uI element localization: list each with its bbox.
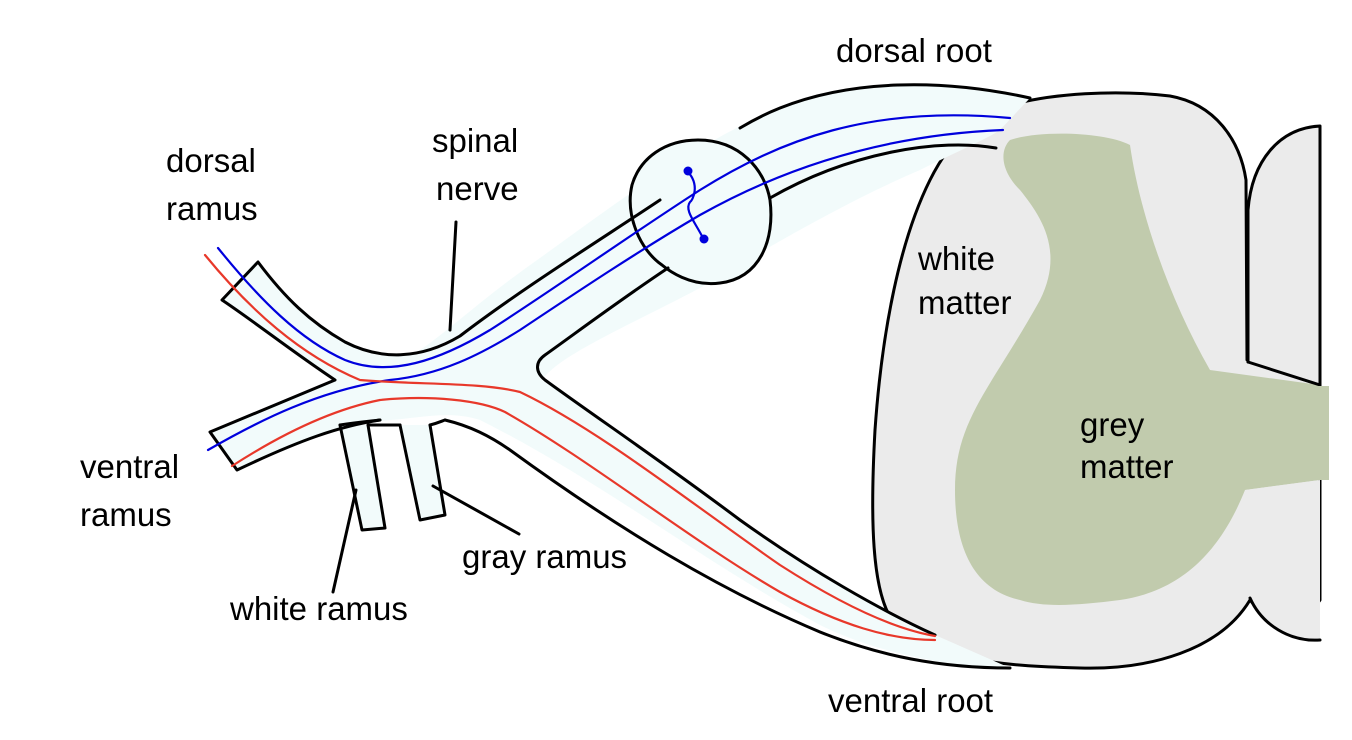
ventral-root-outline [443, 418, 1012, 670]
spinal-cord-lower-lobe [1245, 480, 1320, 640]
nerve-outlines [208, 83, 1032, 670]
sensory-fiber-ventral [206, 128, 1005, 452]
white-ramus-label: white ramus [229, 590, 408, 627]
grey-matter-label-line2: matter [1080, 448, 1174, 485]
ventral-ramus-label-line2: ramus [80, 496, 172, 533]
sensory-fiber-dorsal [216, 114, 1012, 369]
gray-ramus-outline [398, 423, 447, 522]
ventral-root-label: ventral root [828, 682, 993, 719]
dorsal-root-body [210, 84, 1030, 668]
motor-fiber-dorsal [203, 253, 937, 638]
white-matter-label-line2: matter [918, 284, 1012, 321]
rami-between-outline [338, 418, 447, 427]
dorsal-ramus-label-line2: ramus [166, 190, 258, 227]
gm-right-cover [1249, 386, 1329, 480]
dorsal-root-ganglion [628, 138, 773, 286]
gray-ramus-label: gray ramus [462, 538, 627, 575]
fibers [203, 114, 1012, 642]
spinal-nerve-upper-outline [208, 198, 662, 472]
dorsal-root-lower-outline [768, 143, 998, 200]
ganglion-cell-process [686, 170, 705, 240]
leader-lines [331, 220, 521, 594]
dorsal-ramus-label-line1: dorsal [166, 142, 256, 179]
grey-matter-label-line1: grey [1080, 406, 1145, 443]
white-ramus-body [340, 425, 385, 530]
ganglion-cell-dot-lower [699, 234, 709, 244]
gray-ramus-leader [431, 484, 521, 536]
spinal-nerve-label-line2: nerve [436, 170, 519, 207]
white-ramus-leader [331, 488, 358, 594]
spinal-cord-right-lobe [1246, 124, 1322, 387]
dorsal-root-upper-outline [738, 83, 1032, 130]
dorsal-root-label: dorsal root [836, 32, 992, 69]
white-matter-label-line1: white [917, 240, 995, 277]
spinal-cord [871, 91, 1329, 670]
spinal-nerve-lower-outline [536, 266, 937, 637]
spinal-nerve-label-line1: spinal [432, 122, 518, 159]
ventral-ramus-label-line1: ventral [80, 448, 179, 485]
spinal-nerve-leader [448, 220, 458, 332]
grey-matter-region [955, 133, 1320, 605]
white-ramus-outline [338, 423, 387, 532]
motor-fiber-ventral [230, 396, 937, 642]
ganglion-cell-dot-upper [683, 166, 693, 176]
labels: dorsal root ventral root spinal nerve do… [80, 32, 1174, 719]
spinal-cord-lower-outline [1248, 596, 1322, 642]
